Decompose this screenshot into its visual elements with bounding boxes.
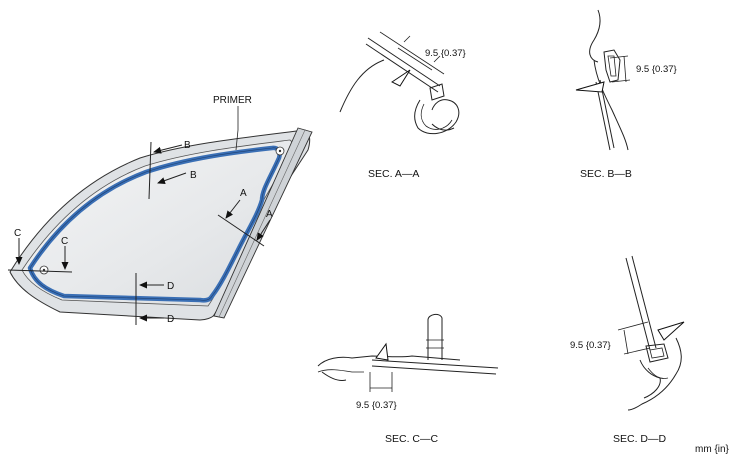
section-bb: 9.5 {0.37} SEC. B—B bbox=[575, 9, 677, 180]
cut-line-b: B B bbox=[148, 140, 197, 200]
section-cc: 9.5 {0.37} SEC. C—C bbox=[317, 313, 499, 445]
cut-d-label-1: D bbox=[167, 281, 174, 292]
section-bb-title: SEC. B—B bbox=[580, 168, 632, 180]
cut-d-label-2: D bbox=[167, 314, 174, 325]
cut-b-label-2: B bbox=[190, 170, 197, 181]
cut-line-c: C C bbox=[7, 228, 73, 273]
units-note: mm {in} bbox=[695, 444, 730, 455]
section-aa-title: SEC. A—A bbox=[368, 168, 419, 180]
cut-a-label-1: A bbox=[240, 188, 247, 199]
section-dd-title: SEC. D—D bbox=[613, 433, 667, 445]
primer-label: PRIMER bbox=[213, 95, 252, 106]
section-cc-title: SEC. C—C bbox=[385, 433, 439, 445]
section-aa: 9.5 {0.37} SEC. A—A bbox=[339, 31, 466, 180]
cut-a-label-2: A bbox=[266, 209, 273, 220]
section-dd: 9.5 {0.37} SEC. D—D bbox=[570, 255, 685, 445]
section-bb-dimension: 9.5 {0.37} bbox=[636, 64, 677, 75]
section-aa-dimension: 9.5 {0.37} bbox=[425, 48, 466, 59]
section-dd-dimension: 9.5 {0.37} bbox=[570, 340, 611, 351]
cut-line-a: A A bbox=[217, 188, 273, 247]
pillar-strip bbox=[213, 127, 313, 319]
cut-c-label-1: C bbox=[14, 228, 21, 239]
cut-c-label-2: C bbox=[61, 236, 68, 247]
quarter-glass-view bbox=[9, 127, 313, 321]
section-cc-dimension: 9.5 {0.37} bbox=[356, 400, 397, 411]
primer-leader bbox=[235, 106, 239, 151]
cut-b-label-1: B bbox=[184, 140, 191, 151]
cut-line-d: D D bbox=[135, 273, 174, 325]
